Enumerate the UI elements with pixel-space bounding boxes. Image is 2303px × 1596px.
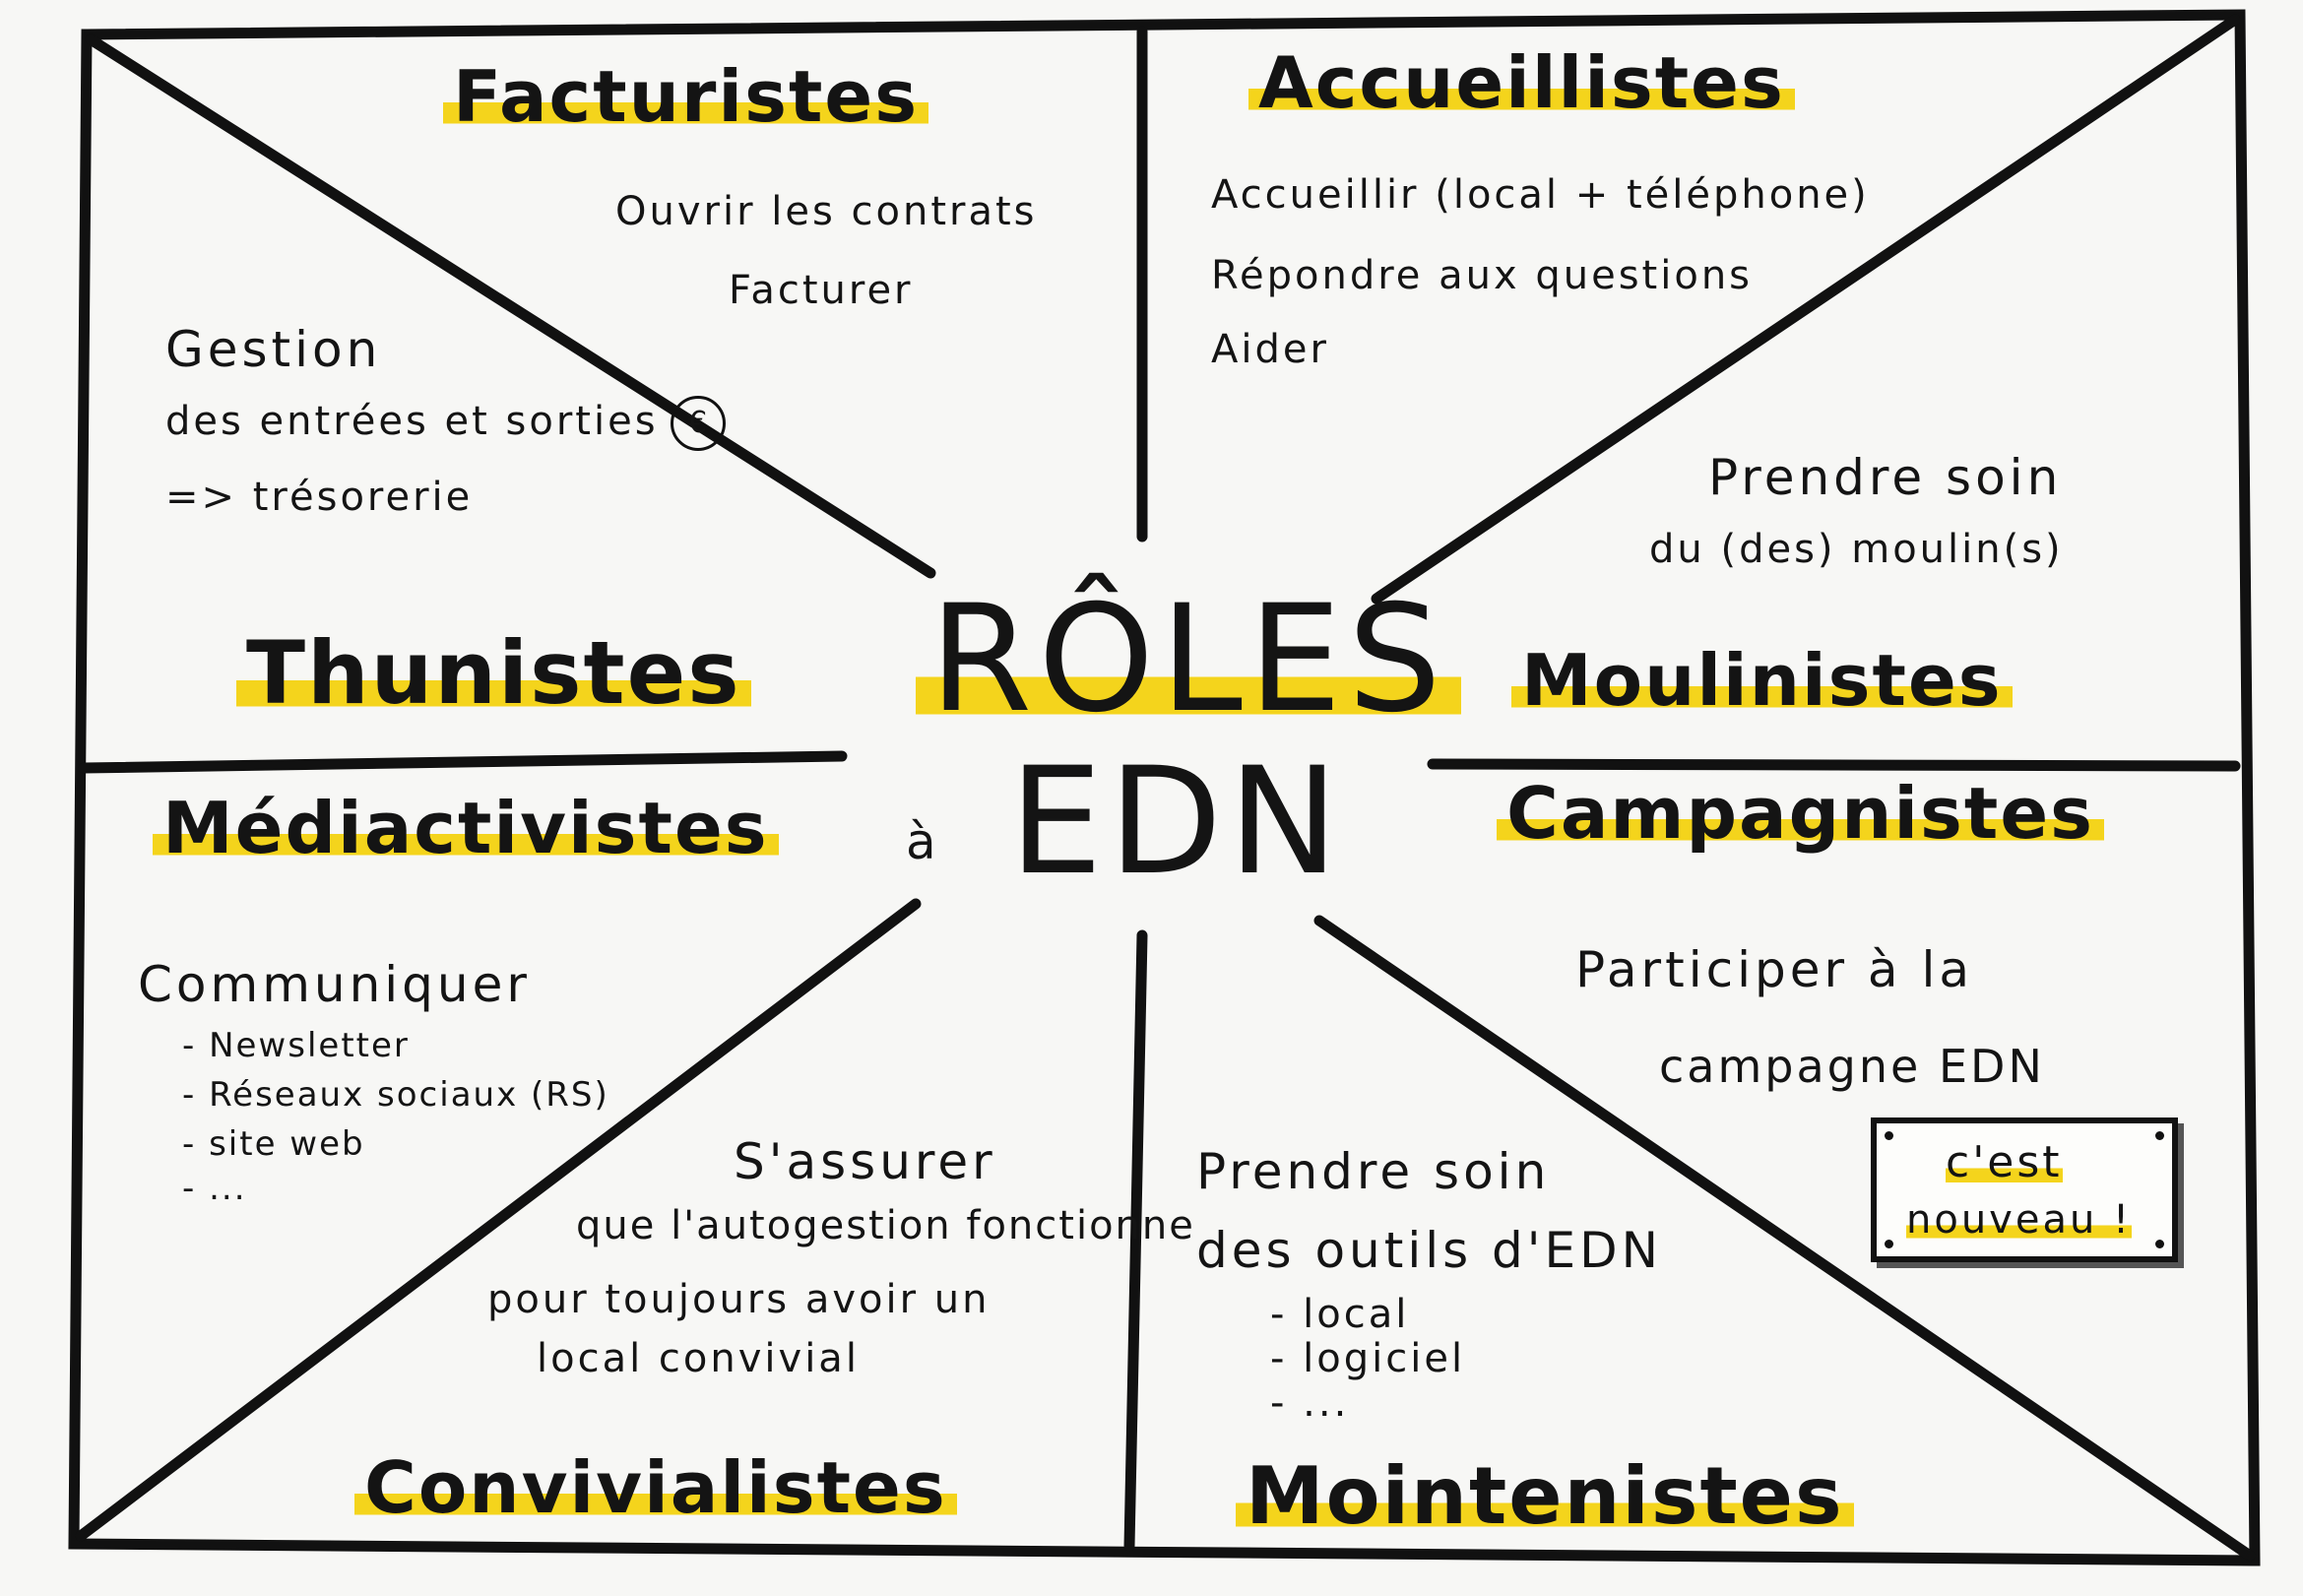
role-moulinistes: Moulinistes — [1511, 645, 2013, 716]
accueillistes-note-2: Répondre aux questions — [1211, 253, 1754, 298]
mediactivistes-heading: Communiquer — [138, 956, 531, 1013]
center-title-text: RÔLES — [916, 574, 1461, 745]
campagnistes-note-2: campagne EDN — [1659, 1040, 2045, 1093]
new-badge: c'est nouveau ! — [1871, 1117, 2178, 1262]
mediactivistes-item-1: - Newsletter — [182, 1026, 410, 1065]
campagnistes-note-1: Participer à la — [1575, 941, 1973, 998]
role-campagnistes: Campagnistes — [1497, 778, 2105, 849]
mointenistes-note-1: Prendre soin — [1196, 1143, 1551, 1200]
accueillistes-note-1: Accueillir (local + téléphone) — [1211, 172, 1870, 218]
mointenistes-item-1: - local — [1270, 1292, 1410, 1337]
badge-dot — [2155, 1131, 2164, 1140]
mointenistes-item-3: - ... — [1270, 1380, 1350, 1426]
facturistes-note-1: Ouvrir les contrats — [615, 189, 1038, 234]
diagonal-bottom-left — [75, 898, 922, 1542]
convivialistes-note-3: pour toujours avoir un — [487, 1277, 991, 1322]
divider-bottom — [1123, 929, 1148, 1552]
convivialistes-note-4: local convivial — [537, 1336, 860, 1381]
mointenistes-item-2: - logiciel — [1270, 1336, 1466, 1381]
mediactivistes-item-2: - Réseaux sociaux (RS) — [182, 1075, 609, 1115]
badge-line-2-text: nouveau ! — [1906, 1197, 2133, 1243]
thunistes-note-2: des entrées et sorties€ — [165, 396, 726, 451]
center-preposition: à — [906, 813, 940, 870]
thunistes-note-3: => trésorerie — [165, 475, 474, 520]
convivialistes-note-1: S'assurer — [734, 1133, 996, 1190]
diagonal-bottom-right — [1313, 915, 2256, 1562]
mediactivistes-item-3: - site web — [182, 1124, 365, 1164]
role-accueillistes: Accueillistes — [1248, 47, 1795, 118]
mointenistes-note-2: des outils d'EDN — [1196, 1222, 1663, 1279]
moulinistes-note-2: du (des) moulin(s) — [1649, 527, 2064, 572]
diagonal-top-left — [85, 33, 936, 579]
center-title: RÔLES — [916, 574, 1461, 745]
badge-line-1: c'est — [1946, 1137, 2063, 1187]
badge-dot — [1885, 1240, 1893, 1248]
convivialistes-note-2: que l'autogestion fonctionne — [576, 1203, 1195, 1248]
role-mediactivistes: Médiactivistes — [153, 793, 779, 863]
mediactivistes-item-4: - ... — [182, 1169, 247, 1208]
euro-icon: € — [670, 396, 726, 451]
moulinistes-note-1: Prendre soin — [1708, 449, 2063, 506]
badge-line-1-text: c'est — [1946, 1137, 2063, 1187]
facturistes-note-2: Facturer — [729, 268, 914, 313]
center-subtitle: EDN — [1009, 736, 1345, 908]
accueillistes-note-3: Aider — [1211, 327, 1329, 372]
divider-left — [78, 750, 848, 774]
thunistes-note-2-text: des entrées et sorties — [165, 399, 659, 444]
diagonal-top-right — [1371, 14, 2241, 605]
badge-dot — [2155, 1240, 2164, 1248]
thunistes-note-1: Gestion — [165, 321, 382, 378]
badge-dot — [1885, 1131, 1893, 1140]
role-convivialistes: Convivialistes — [354, 1452, 957, 1523]
divider-right — [1427, 758, 2241, 772]
role-facturistes: Facturistes — [443, 61, 929, 132]
role-thunistes: Thunistes — [236, 630, 751, 717]
badge-line-2: nouveau ! — [1906, 1197, 2133, 1243]
role-mointenistes: Mointenistes — [1236, 1457, 1854, 1536]
outer-border — [68, 9, 2261, 1566]
